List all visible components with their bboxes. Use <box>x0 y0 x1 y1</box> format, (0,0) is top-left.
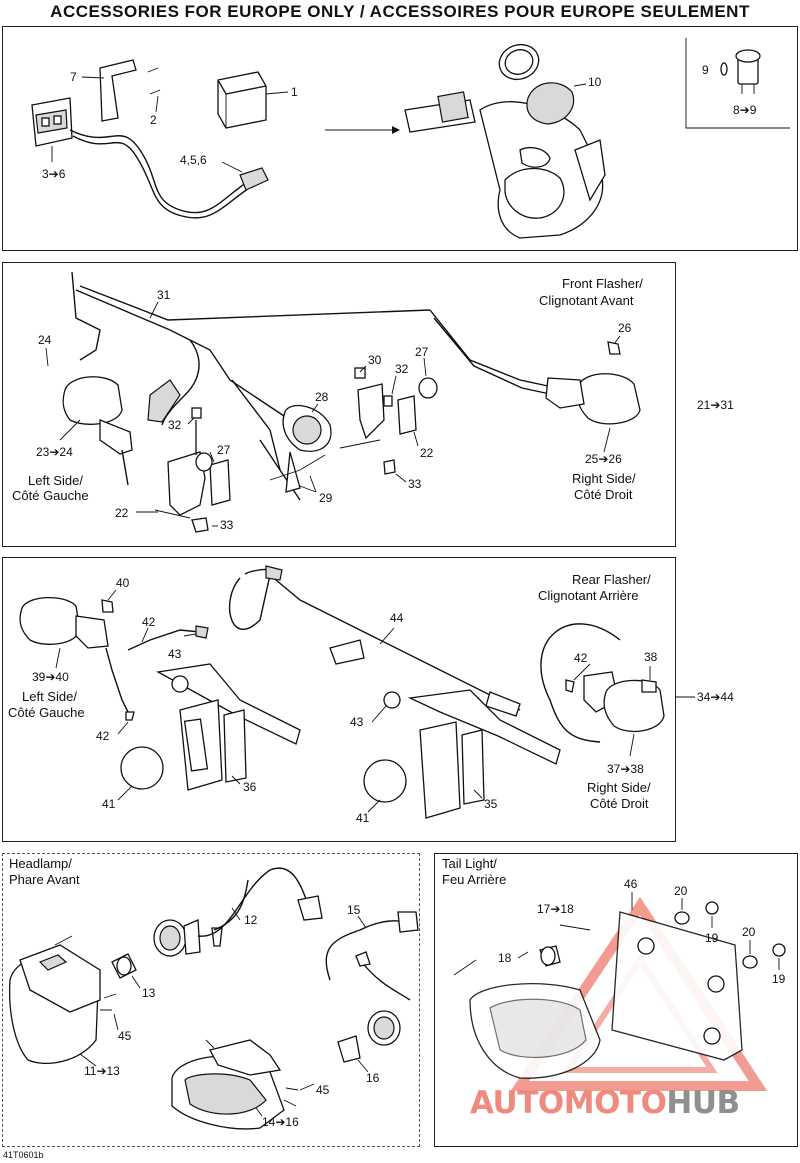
callout-33-right: 33 <box>408 477 422 491</box>
callout-10: 10 <box>588 75 602 89</box>
caption-tail-light-en: Tail Light/ <box>442 856 497 871</box>
caption-right-side-fr: Côté Droit <box>574 487 633 502</box>
caption-right-side-rear-en: Right Side/ <box>587 780 651 795</box>
callout-32-left: 32 <box>168 418 182 432</box>
callout-30: 30 <box>368 353 382 367</box>
range-21-31: 21➔31 <box>697 398 734 412</box>
callout-45-right: 45 <box>316 1083 330 1097</box>
callout-25-26: 25➔26 <box>585 452 622 466</box>
caption-tail-light-fr: Feu Arrière <box>442 872 506 887</box>
callout-42-left-top: 42 <box>142 615 156 629</box>
callout-22-left: 22 <box>115 506 129 520</box>
callout-33-left: 33 <box>220 518 234 532</box>
caption-rear-flasher-fr: Clignotant Arrière <box>538 588 638 603</box>
panel-front-flasher <box>2 262 676 547</box>
callout-20-bottom: 20 <box>742 925 756 939</box>
figure-reference: 41T0601b <box>3 1150 44 1160</box>
watermark-logo: AUTOMOTOHUB <box>470 1085 740 1121</box>
callout-42-left-bottom: 42 <box>96 729 110 743</box>
callout-32-right: 32 <box>395 362 409 376</box>
caption-rear-flasher-en: Rear Flasher/ <box>572 572 651 587</box>
callout-24: 24 <box>38 333 52 347</box>
callout-43-right: 43 <box>350 715 364 729</box>
callout-41-left: 41 <box>102 797 116 811</box>
callout-27-left: 27 <box>217 443 231 457</box>
callout-27-right: 27 <box>415 345 429 359</box>
callout-7: 7 <box>70 70 77 84</box>
callout-20-top: 20 <box>674 884 688 898</box>
callout-15: 15 <box>347 903 361 917</box>
caption-front-flasher-fr: Clignotant Avant <box>539 293 634 308</box>
callout-11-13: 11➔13 <box>84 1064 120 1078</box>
panel-rear-flasher <box>2 557 676 842</box>
panel-relay-switch <box>2 26 798 251</box>
callout-45-left: 45 <box>118 1029 132 1043</box>
callout-39-40: 39➔40 <box>32 670 69 684</box>
callout-17-18: 17➔18 <box>537 902 574 916</box>
callout-37-38: 37➔38 <box>607 762 644 776</box>
callout-4-5-6: 4,5,6 <box>180 153 207 167</box>
panel-headlamp <box>2 853 420 1147</box>
caption-right-side-rear-fr: Côté Droit <box>590 796 649 811</box>
callout-43-left: 43 <box>168 647 182 661</box>
callout-9: 9 <box>702 63 709 77</box>
callout-26: 26 <box>618 321 632 335</box>
caption-right-side-en: Right Side/ <box>572 471 636 486</box>
callout-23-24: 23➔24 <box>36 445 73 459</box>
callout-2: 2 <box>150 113 157 127</box>
callout-12: 12 <box>244 913 258 927</box>
callout-3-6: 3➔6 <box>42 167 66 181</box>
callout-35: 35 <box>484 797 498 811</box>
relay-switch-assembly: 1 2 7 3➔6 4,5,6 10 9 8➔9 <box>31 38 790 239</box>
page-title: ACCESSORIES FOR EUROPE ONLY / ACCESSOIRE… <box>50 2 750 21</box>
callout-31: 31 <box>157 288 171 302</box>
caption-front-flasher-en: Front Flasher/ <box>562 276 643 291</box>
callout-28: 28 <box>315 390 329 404</box>
callout-36: 36 <box>243 780 257 794</box>
headlamp-assembly: Headlamp/ Phare Avant 12 13 45 11➔13 15 … <box>8 856 419 1130</box>
callout-46: 46 <box>624 877 638 891</box>
callout-19-bottom: 19 <box>772 972 786 986</box>
caption-left-side-rear-fr: Côté Gauche <box>8 705 85 720</box>
caption-headlamp-en: Headlamp/ <box>9 856 72 871</box>
callout-19-top: 19 <box>705 931 719 945</box>
callout-1: 1 <box>291 85 298 99</box>
callout-29: 29 <box>319 491 333 505</box>
callout-14-16: 14➔16 <box>262 1115 299 1129</box>
callout-40: 40 <box>116 576 130 590</box>
callout-22-right: 22 <box>420 446 434 460</box>
tail-light-assembly: Tail Light/ Feu Arrière 17➔18 18 46 20 1… <box>442 856 786 1091</box>
callout-18: 18 <box>498 951 512 965</box>
caption-left-side-rear-en: Left Side/ <box>22 689 77 704</box>
caption-left-side-en: Left Side/ <box>28 473 83 488</box>
callout-38: 38 <box>644 650 658 664</box>
caption-left-side-fr: Côté Gauche <box>12 488 89 503</box>
callout-8-9: 8➔9 <box>733 103 757 117</box>
callout-42-right: 42 <box>574 651 588 665</box>
caption-headlamp-fr: Phare Avant <box>9 872 80 887</box>
callout-13: 13 <box>142 986 156 1000</box>
callout-44: 44 <box>390 611 404 625</box>
callout-41-right: 41 <box>356 811 370 825</box>
range-34-44: 34➔44 <box>697 690 734 704</box>
front-flasher-assembly: Front Flasher/ Clignotant Avant Left Sid… <box>12 271 734 533</box>
panel-tail-light <box>434 853 798 1147</box>
rear-flasher-assembly: Rear Flasher/ Clignotant Arrière Left Si… <box>8 565 734 825</box>
callout-16: 16 <box>366 1071 380 1085</box>
